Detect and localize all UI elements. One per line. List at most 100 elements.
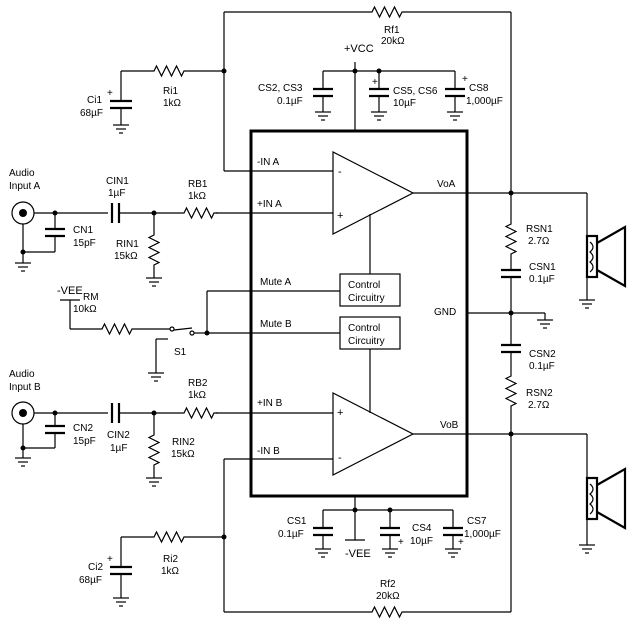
vee-bottom-label: -VEE: [345, 548, 371, 560]
rin1-name: RIN1: [116, 239, 139, 250]
resistor-rsn1: [505, 219, 517, 259]
s1-label: S1: [174, 347, 187, 358]
opamp-a-minus: -: [338, 166, 342, 178]
cs56-plus: +: [372, 77, 378, 88]
cs4-name: CS4: [412, 523, 432, 534]
ic-package: [249, 129, 469, 498]
cn1-name: CN1: [73, 225, 93, 236]
rin1-value: 15kΩ: [114, 251, 138, 262]
cn1-value: 15pF: [73, 238, 96, 249]
rin2-value: 15kΩ: [171, 449, 195, 460]
pin-inn-a: -IN A: [257, 157, 280, 168]
cin2-value: 1µF: [110, 443, 127, 454]
cs7-plus: +: [458, 537, 464, 548]
resistor-ri1: [149, 65, 189, 77]
cs23-value: 0.1µF: [277, 96, 303, 107]
cn2-value: 15pF: [73, 436, 96, 447]
rin2-name: RIN2: [172, 437, 195, 448]
cs56-name: CS5, CS6: [393, 86, 438, 97]
speaker-a: [578, 193, 627, 309]
ci2-name: Ci2: [88, 562, 103, 573]
audio-a-line2: Input A: [9, 181, 40, 192]
audio-b-line1: Audio: [9, 369, 35, 380]
ci2-plus: +: [107, 554, 113, 565]
resistor-rb1: [179, 207, 219, 219]
cs7-value: 1,000µF: [464, 529, 501, 540]
rsn2-name: RSN2: [526, 388, 553, 399]
cs56-value: 10µF: [393, 98, 416, 109]
rsn2-value: 2.7Ω: [528, 400, 550, 411]
opamp-a: [332, 151, 415, 235]
opamp-b: [332, 392, 415, 476]
cs8-value: 1,000µF: [466, 96, 503, 107]
vee-left-label: -VEE: [57, 285, 83, 297]
ci1-name: Ci1: [87, 95, 102, 106]
cs4-value: 10µF: [410, 536, 433, 547]
opamp-b-plus: +: [337, 407, 343, 419]
switch-s1-contact[interactable]: [169, 326, 175, 332]
rf2-name: Rf2: [380, 579, 396, 590]
rb2-value: 1kΩ: [188, 390, 207, 401]
rb1-name: RB1: [188, 179, 208, 190]
cin2-name: CIN2: [107, 430, 130, 441]
control-a-line1: Control: [348, 280, 380, 291]
ri1-name: Ri1: [163, 86, 178, 97]
rb2-name: RB2: [188, 378, 208, 389]
cs7-name: CS7: [467, 516, 487, 527]
pin-inn-b: -IN B: [257, 446, 280, 457]
rf1-name: Rf1: [384, 25, 400, 36]
cs1-value: 0.1µF: [278, 529, 304, 540]
cs8-plus: +: [462, 74, 468, 85]
cs8-name: CS8: [469, 83, 489, 94]
ri2-value: 1kΩ: [161, 566, 180, 577]
cin1-name: CIN1: [106, 176, 129, 187]
pin-mute-b: Mute B: [260, 319, 292, 330]
speaker-b: [578, 434, 627, 554]
control-a-line2: Circuitry: [348, 293, 385, 304]
resistor-rsn2: [505, 371, 517, 411]
audio-b-jack-pin: [19, 409, 27, 417]
csn1-name: CSN1: [529, 262, 556, 273]
pin-mute-a: Mute A: [260, 277, 291, 288]
cin1-value: 1µF: [108, 188, 125, 199]
resistor-rin2: [148, 430, 160, 470]
resistor-rf2: [367, 606, 407, 618]
csn2-name: CSN2: [529, 349, 556, 360]
audio-b-line2: Input B: [9, 382, 41, 393]
pin-vob: VoB: [440, 420, 459, 431]
control-b-line1: Control: [348, 323, 380, 334]
cs23-name: CS2, CS3: [258, 83, 303, 94]
ci1-value: 68µF: [80, 108, 103, 119]
rf1-value: 20kΩ: [381, 36, 405, 47]
pin-inp-a: +IN A: [257, 199, 282, 210]
rsn1-name: RSN1: [526, 224, 553, 235]
pin-gnd: GND: [434, 307, 456, 318]
resistor-rin1: [148, 230, 160, 270]
pin-voa: VoA: [437, 179, 456, 190]
opamp-b-minus: -: [338, 452, 342, 464]
rf2-value: 20kΩ: [376, 591, 400, 602]
resistor-rb2: [179, 407, 219, 419]
audio-a-line1: Audio: [9, 168, 35, 179]
resistor-rf1: [367, 6, 407, 18]
ci1-plus: +: [107, 88, 113, 99]
pin-inp-b: +IN B: [257, 398, 283, 409]
ri2-name: Ri2: [163, 554, 178, 565]
opamp-a-plus: +: [337, 210, 343, 222]
rb1-value: 1kΩ: [188, 191, 207, 202]
switch-s1-blade[interactable]: [173, 327, 193, 331]
ci2-value: 68µF: [79, 575, 102, 586]
csn1-value: 0.1µF: [529, 274, 555, 285]
csn2-value: 0.1µF: [529, 361, 555, 372]
audio-a-jack-pin: [19, 209, 27, 217]
cs4-plus: +: [398, 537, 404, 548]
resistor-rm: [97, 323, 137, 335]
vcc-label: +VCC: [344, 43, 374, 55]
cs1-name: CS1: [287, 516, 307, 527]
rsn1-value: 2.7Ω: [528, 236, 550, 247]
resistor-ri2: [149, 531, 189, 543]
cn2-name: CN2: [73, 423, 93, 434]
ri1-value: 1kΩ: [163, 98, 182, 109]
rm-name: RM: [83, 292, 99, 303]
